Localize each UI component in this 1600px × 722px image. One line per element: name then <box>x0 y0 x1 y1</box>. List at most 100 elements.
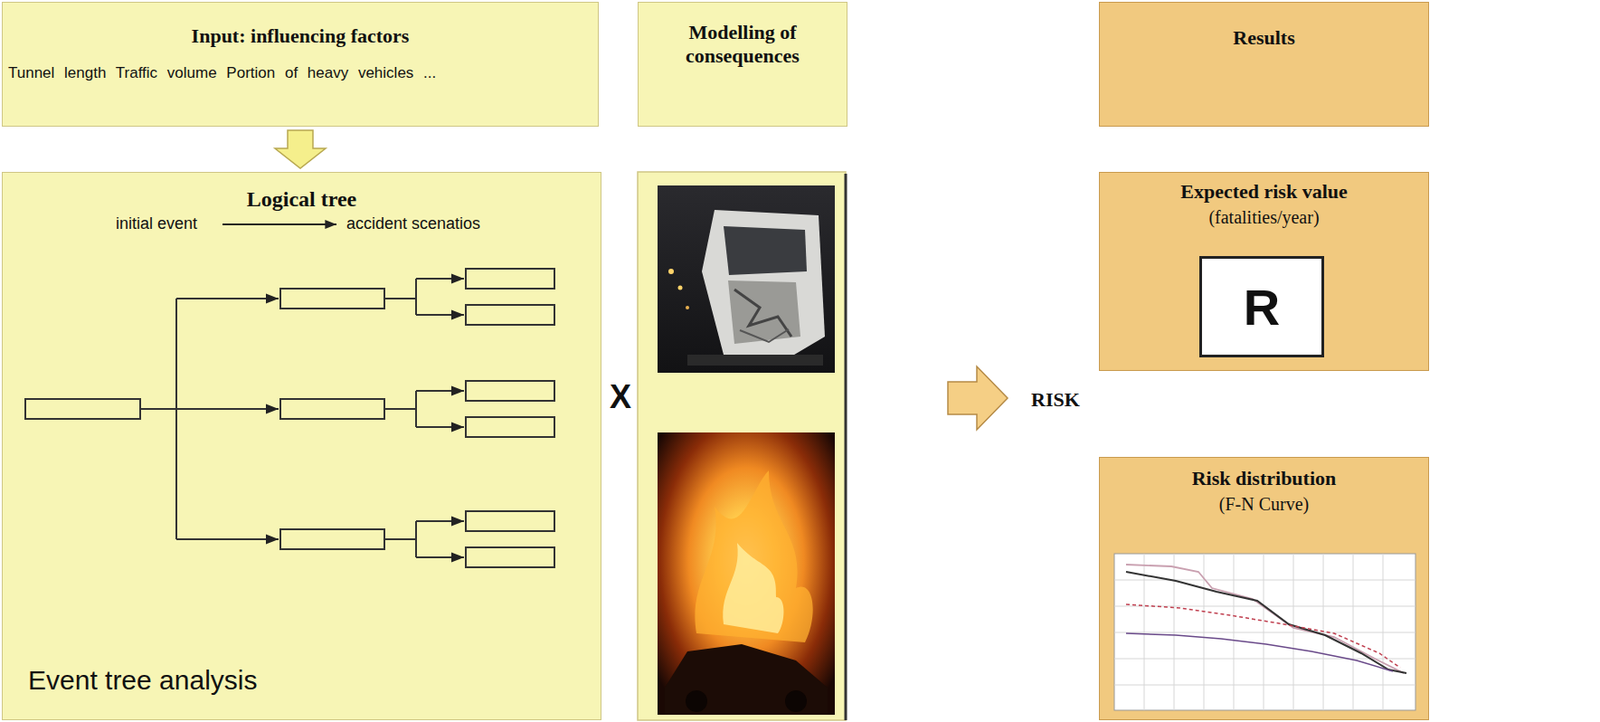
event-tree-part <box>175 298 178 540</box>
event-tree-part <box>176 538 279 540</box>
fn-curve-chart-part-part <box>1203 553 1205 711</box>
photo-panel <box>637 171 846 720</box>
node-text: Logical tree <box>2 187 601 212</box>
logical-tree-panel: Logical treeEvent tree analysis <box>1 171 602 720</box>
fn-curve-chart-part-part <box>1173 553 1175 711</box>
node-text: Expected risk value <box>1099 179 1429 204</box>
node-text: Input: influencing factors <box>2 24 598 48</box>
risk-label: RISK <box>1031 388 1080 411</box>
fn-curve-chart-part-part <box>1263 553 1265 711</box>
consequence-header: Modelling of consequences <box>637 1 848 127</box>
tree-direction-label: accident scenatios <box>346 214 481 233</box>
event-tree-part <box>416 556 464 559</box>
fn-curve-chart-part <box>1126 633 1393 672</box>
event-tree-part <box>416 389 464 392</box>
fire-photo-part <box>657 432 835 715</box>
direction-arrow <box>222 224 337 226</box>
event-tree-part <box>415 278 417 315</box>
fire-photo <box>657 432 835 715</box>
photo-panel-part <box>637 171 846 720</box>
node-text: R <box>1243 277 1280 337</box>
fn-curve-chart-part <box>1126 571 1407 673</box>
crash-photo-part <box>734 289 792 337</box>
crash-photo-part <box>728 280 801 344</box>
node-text: Results <box>1099 26 1429 50</box>
event-tree-part <box>384 407 417 410</box>
node-text: Event tree analysis <box>28 664 601 696</box>
fn-curve-chart-part-part <box>1233 553 1235 711</box>
event-tree-part <box>465 380 555 401</box>
event-tree-part <box>465 304 555 325</box>
event-tree-part <box>415 520 417 558</box>
crash-photo-part <box>723 226 807 275</box>
result-arrow-part <box>947 366 1008 430</box>
crash-photo-part <box>701 209 825 360</box>
event-tree-part <box>465 511 555 531</box>
node-text: Risk distribution <box>1099 466 1429 491</box>
fn-curve-chart-part-part <box>1353 553 1354 711</box>
label-slot: RISK <box>1031 388 1080 412</box>
risk-distribution-box: Risk distribution(F-N Curve) <box>1098 456 1430 720</box>
event-tree-part <box>280 398 385 419</box>
event-tree-part <box>416 277 464 280</box>
event-tree-part <box>25 398 141 419</box>
block-arrow <box>274 130 326 169</box>
crash-photo-part <box>668 268 674 275</box>
label-slot: accident scenatios <box>346 214 481 234</box>
multiply-sign: X <box>609 378 632 416</box>
crash-photo-part <box>685 305 690 310</box>
crash-photo-part <box>678 285 683 291</box>
event-tree-part <box>384 297 417 300</box>
event-tree-part <box>384 538 417 540</box>
fn-curve-chart-part-part <box>1114 632 1416 634</box>
fn-curve-chart-part-part <box>1114 684 1416 686</box>
event-tree-part <box>415 390 417 427</box>
fn-curve-chart <box>1114 553 1416 711</box>
fn-curve-chart-part <box>1114 553 1416 711</box>
label-slot: initial event <box>115 214 198 234</box>
event-tree-part <box>416 313 464 316</box>
node-text: Tunnel length Traffic volume Portion of … <box>8 64 598 83</box>
fn-curve-chart-part-part <box>1323 553 1325 711</box>
fn-curve-chart-part-part <box>1293 553 1295 711</box>
event-tree-part <box>280 288 385 309</box>
crash-photo-part <box>739 329 789 342</box>
event-tree-part <box>465 547 555 568</box>
fn-curve-chart-part-part <box>1114 605 1416 607</box>
crash-photo-part <box>687 354 824 366</box>
fire-photo-part <box>664 643 828 715</box>
event-tree-part <box>465 416 555 437</box>
risk-value-box: Expected risk value (fatalities/year) R <box>1098 171 1430 371</box>
risk-value-symbol: R <box>1199 255 1325 358</box>
event-tree-part <box>416 520 464 522</box>
node-text: Modelling of consequences <box>638 20 847 68</box>
fn-curve-chart-part <box>1114 553 1416 711</box>
fn-curve-chart-part-part <box>1382 553 1384 711</box>
fn-curve-chart-part <box>1126 564 1404 673</box>
fn-curve-chart-part <box>1126 604 1401 668</box>
fire-photo-part <box>694 470 813 643</box>
crash-photo <box>657 185 835 373</box>
event-tree-part <box>280 529 385 550</box>
tree-direction-label: initial event <box>115 214 198 233</box>
fire-photo-part <box>785 690 807 712</box>
event-tree <box>25 268 555 568</box>
result-arrow <box>947 366 1008 430</box>
photo-panel-part <box>844 173 848 720</box>
fn-curve-chart-part-part <box>1114 658 1416 660</box>
direction-arrow-part <box>222 223 337 226</box>
event-tree-part <box>416 426 464 428</box>
results-header: Results <box>1098 1 1430 127</box>
fire-photo-part <box>685 690 708 712</box>
node-text: (fatalities/year) <box>1099 207 1429 228</box>
input-box: Input: influencing factorsTunnel length … <box>1 1 599 127</box>
node-text: (F-N Curve) <box>1099 493 1429 515</box>
fn-curve-chart-part-part <box>1144 553 1146 711</box>
fire-photo-part <box>722 542 784 634</box>
event-tree-part <box>176 297 279 300</box>
event-tree-part <box>465 268 555 289</box>
